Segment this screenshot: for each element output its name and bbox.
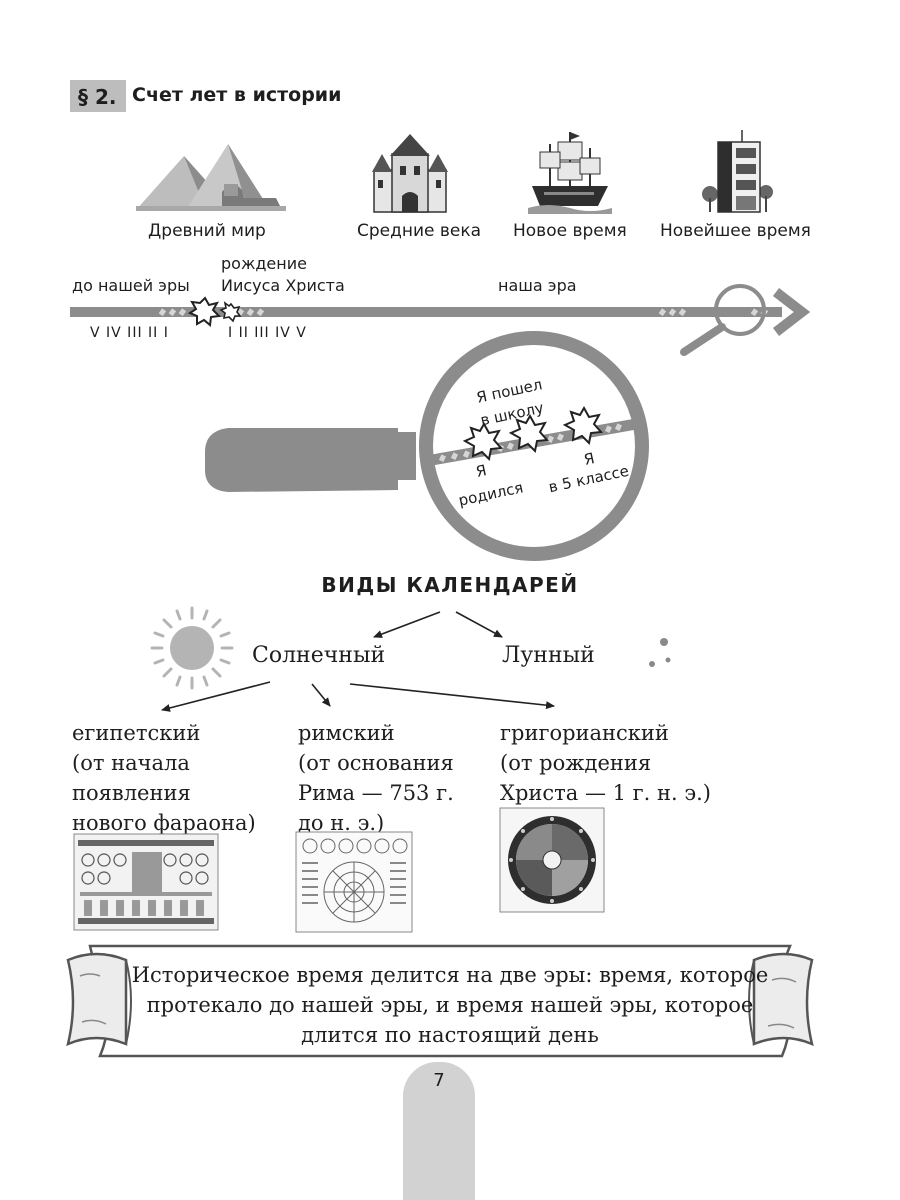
scroll-line: протекало до нашей эры, и время нашей эр… bbox=[146, 993, 754, 1017]
roman-calendar-text: римский (от основания Рима — 753 г. до н… bbox=[298, 718, 454, 838]
roman-line: Рима — 753 г. bbox=[298, 781, 454, 805]
solar-calendar-label: Солнечный bbox=[252, 643, 386, 668]
era-label-contemporary: Новейшее время bbox=[660, 221, 811, 241]
egyptian-calendar-image bbox=[73, 833, 219, 931]
egyptian-line: появления bbox=[72, 781, 191, 805]
egyptian-line: египетский bbox=[72, 721, 201, 745]
roman-line: до н. э.) bbox=[298, 811, 385, 835]
paragraph-title: Счет лет в истории bbox=[132, 84, 342, 106]
gregorian-line: (от рождения bbox=[500, 751, 652, 775]
egyptian-line: нового фараона) bbox=[72, 811, 256, 835]
lunar-calendar-label: Лунный bbox=[502, 643, 595, 668]
timeline-arrow bbox=[70, 288, 811, 336]
small-magnifier-icon bbox=[680, 284, 766, 356]
gregorian-calendar-text: григорианский (от рождения Христа — 1 г.… bbox=[500, 718, 711, 808]
era-label-modern: Новое время bbox=[513, 221, 627, 241]
paragraph-number-box: § 2. bbox=[70, 80, 126, 112]
building-icon bbox=[702, 130, 773, 213]
era-label-middle-ages: Средние века bbox=[357, 221, 482, 241]
roman-calendar-image bbox=[295, 831, 413, 933]
calendar-arrows bbox=[161, 611, 555, 712]
scroll-banner bbox=[66, 944, 814, 1058]
timeline-bce-label: до нашей эры bbox=[72, 276, 190, 295]
gregorian-line: григорианский bbox=[500, 721, 669, 745]
page-number-tab bbox=[403, 1062, 475, 1200]
egyptian-line: (от начала bbox=[72, 751, 190, 775]
ship-icon bbox=[528, 132, 612, 214]
roman-line: римский bbox=[298, 721, 395, 745]
magnifier-illustration bbox=[205, 331, 649, 561]
egyptian-calendar-text: египетский (от начала появления нового ф… bbox=[72, 718, 256, 838]
calendars-title: ВИДЫ КАЛЕНДАРЕЙ bbox=[321, 573, 579, 597]
page-number: 7 bbox=[433, 1070, 445, 1091]
moon-icon bbox=[610, 612, 680, 685]
roman-line: (от основания bbox=[298, 751, 454, 775]
timeline-birth-line1: рождение bbox=[221, 254, 307, 273]
bce-centuries: V IV III II I bbox=[90, 325, 169, 341]
timeline-ce-label: наша эра bbox=[498, 276, 577, 295]
pyramids-icon bbox=[136, 144, 286, 211]
timeline-birth-line2: Иисуса Христа bbox=[221, 276, 345, 295]
ce-centuries: I II III IV V bbox=[228, 325, 307, 341]
gregorian-line: Христа — 1 г. н. э.) bbox=[500, 781, 712, 805]
scroll-line: длится по настоящий день bbox=[301, 1023, 599, 1047]
paragraph-number: § 2. bbox=[78, 85, 117, 109]
scroll-text: Историческое время делится на две эры: в… bbox=[120, 960, 780, 1050]
castle-icon bbox=[372, 134, 448, 213]
gregorian-calendar-image bbox=[499, 807, 605, 913]
sun-icon bbox=[150, 606, 234, 690]
era-label-ancient: Древний мир bbox=[148, 221, 266, 241]
scroll-line: Историческое время делится на две эры: в… bbox=[131, 963, 769, 987]
